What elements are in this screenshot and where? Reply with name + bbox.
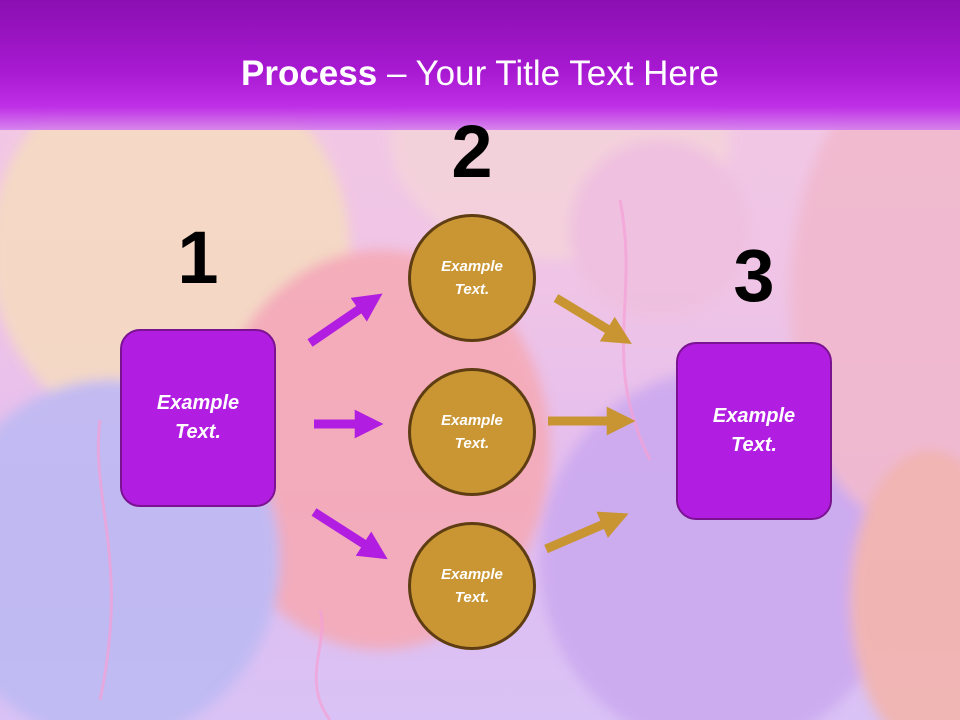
step-number-1: 1	[177, 216, 219, 299]
step-2-circle-middle: Example Text.	[408, 368, 536, 496]
step-2-circle-bottom: Example Text.	[408, 522, 536, 650]
arrow-purple-up-icon	[307, 293, 383, 347]
step-2-text-top: Example Text.	[441, 258, 503, 298]
arrow-gold-up-icon	[544, 511, 629, 554]
step-1-box: Example Text.	[120, 329, 276, 507]
step-2-text-middle: Example Text.	[441, 412, 503, 452]
title-bar	[0, 0, 960, 130]
title-rest: – Your Title Text Here	[377, 54, 719, 93]
step-2-circle-top: Example Text.	[408, 214, 536, 342]
step-1-text: Example Text.	[156, 392, 240, 443]
slide-title: Process – Your Title Text Here	[0, 52, 960, 96]
arrow-purple-down-icon	[311, 508, 388, 560]
title-bold: Process	[241, 54, 378, 93]
arrow-gold-down-icon	[553, 294, 632, 344]
step-number-2: 2	[451, 110, 493, 193]
step-number-3: 3	[733, 234, 775, 317]
step-3-box: Example Text.	[676, 342, 832, 520]
step-2-text-bottom: Example Text.	[441, 566, 503, 606]
step-3-text: Example Text.	[712, 405, 796, 456]
